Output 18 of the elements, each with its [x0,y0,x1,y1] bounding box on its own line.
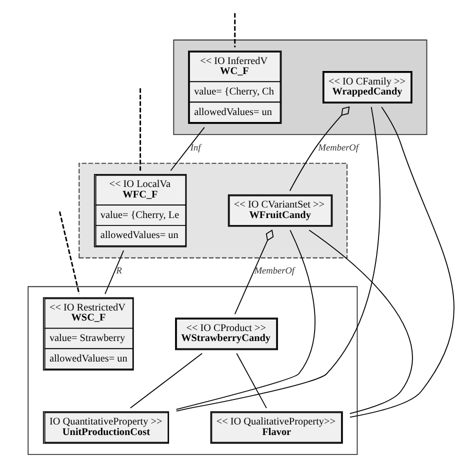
edge-label: MemberOf [254,266,294,277]
cluster [172,40,427,136]
cluster [78,162,347,258]
edge-label: R [116,266,122,277]
connector [236,352,266,409]
connector [139,88,141,171]
connector [234,13,236,48]
connector [170,126,204,172]
edge-label: Inf [190,143,200,154]
cluster [27,286,358,455]
connector [288,106,350,192]
connector [104,250,124,294]
connector [129,352,202,409]
connector [234,229,274,314]
connector [308,230,412,414]
edge-label: MemberOf [318,143,358,154]
connector [58,211,80,294]
connector [348,106,454,418]
